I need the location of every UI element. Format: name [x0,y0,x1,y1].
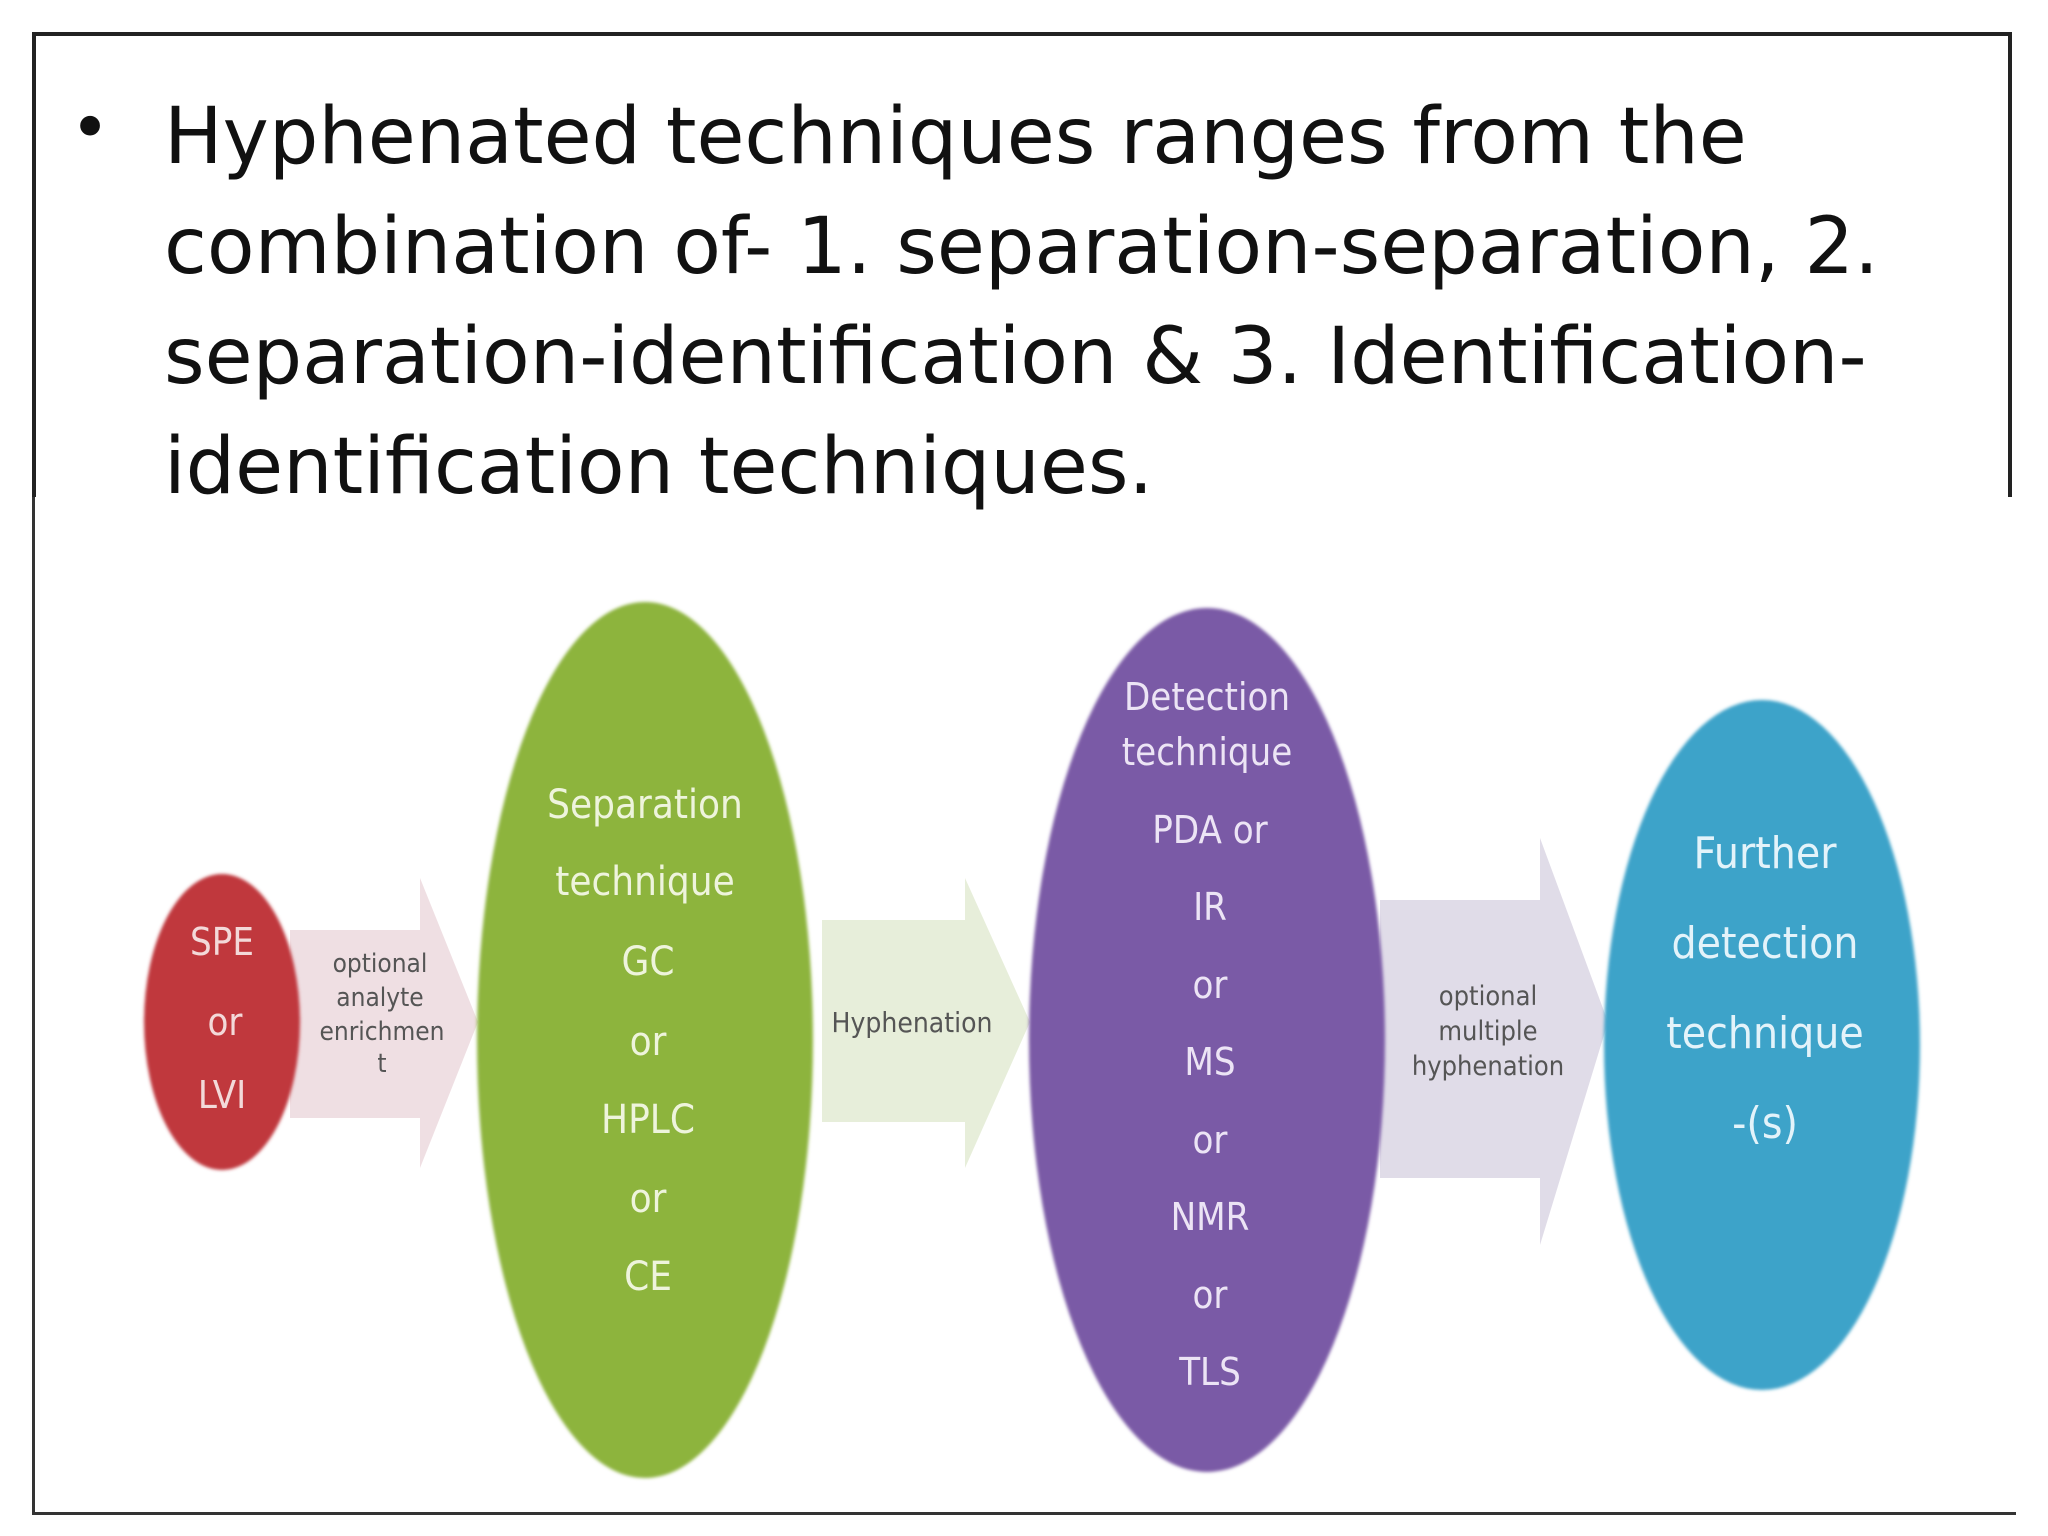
oval-detection-technique [1029,608,1385,1472]
detection-line: or [1193,1273,1229,1317]
further-line: Further [1694,828,1838,879]
spe-line: or [208,1000,244,1044]
arrow1-line: enrichmen [319,1017,444,1047]
arrow1-line: optional [333,949,428,979]
bullet-text: Hyphenated techniques ranges from the co… [164,92,1879,512]
arrow3-line: optional [1439,981,1537,1012]
separation-line: technique [555,859,734,905]
separation-line: CE [624,1254,672,1300]
separation-line: GC [621,939,674,985]
detection-line: TLS [1178,1350,1241,1394]
frame-bottom-border [32,1512,2016,1515]
text-box: • Hyphenated techniques ranges from the … [32,32,2012,512]
detection-line: PDA or [1152,808,1268,852]
arrow1-line: t [377,1049,386,1079]
spe-line: SPE [190,920,254,964]
arrow3-line: multiple [1438,1016,1537,1047]
detection-line: technique [1122,730,1293,774]
detection-line: or [1193,963,1229,1007]
separation-line: or [630,1176,667,1222]
oval-spe-lvi [144,874,300,1170]
arrow3-line: hyphenation [1412,1051,1564,1082]
arrow2-label: Hyphenation [832,1006,993,1039]
separation-line: Separation [547,782,743,828]
detection-line: or [1193,1118,1229,1162]
arrow-hyphenation [822,878,1030,1168]
oval-further-detection [1604,700,1920,1390]
detection-line: NMR [1171,1195,1250,1239]
bullet-marker: • [70,89,111,168]
detection-line: IR [1193,885,1227,929]
separation-line: or [630,1019,667,1065]
frame-left-border [32,497,35,1515]
detection-line: MS [1184,1040,1235,1084]
separation-line: HPLC [601,1097,695,1143]
spe-line: LVI [198,1073,246,1117]
further-line: detection [1672,918,1859,969]
arrow-optional-enrichment [290,878,478,1168]
further-line: -(s) [1732,1098,1798,1149]
oval-separation-technique [477,602,813,1478]
arrow1-line: analyte [336,983,423,1013]
detection-line: Detection [1124,675,1290,719]
arrow-optional-multiple-hyphenation [1380,838,1608,1245]
further-line: technique [1666,1008,1863,1059]
